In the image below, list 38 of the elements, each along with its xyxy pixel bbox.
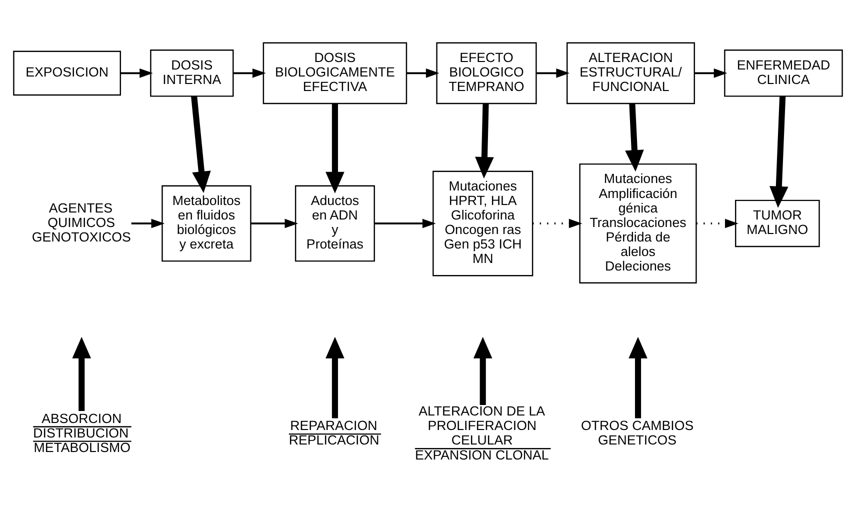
node-box: DOSIS INTERNA <box>150 50 234 97</box>
node-label: REPARACION <box>290 418 378 434</box>
node-box: Mutaciones Amplificación génica Translocaciones Pérdida de alelos Deleciones <box>579 163 697 284</box>
arrow <box>326 104 344 194</box>
node-label: ABSORCION <box>42 410 122 426</box>
arrow <box>191 96 211 193</box>
node-text: AGENTES QUIMICOS GENOTOXICOS <box>32 200 131 244</box>
arrow <box>72 336 92 412</box>
node-box: EXPOSICION <box>13 50 121 96</box>
arrow <box>233 68 266 78</box>
arrow <box>131 218 165 228</box>
arrow <box>475 104 494 178</box>
node-label: REPLICACION <box>288 432 380 448</box>
arrow <box>532 218 582 228</box>
node-box: DOSIS BIOLOGICAMENTE EFECTIVA <box>262 42 408 104</box>
node-box: Metabolitos en fluidos biológicos y excreta <box>162 185 252 262</box>
arrow <box>770 96 788 208</box>
node-text: OTROS CAMBIOS GENETICOS <box>581 418 694 448</box>
node-box: Mutaciones HPRT, HLA Glicoforina Oncogen ras Gen p53 ICH MN <box>432 170 534 276</box>
arrow <box>120 68 153 78</box>
arrow <box>374 218 436 228</box>
arrow <box>625 103 644 172</box>
arrow <box>326 336 344 418</box>
arrow <box>251 218 298 228</box>
arrow <box>628 336 648 418</box>
node-label: EXPANSION CLONAL <box>414 447 549 462</box>
node-label: METABOLISMO <box>34 440 130 455</box>
arrow <box>694 68 728 78</box>
arrow <box>406 68 440 78</box>
arrow <box>696 218 738 228</box>
node-box: TUMOR MALIGNO <box>735 200 820 248</box>
arrow <box>536 68 570 78</box>
node-box: ENFERMEDAD CLINICA <box>724 50 843 97</box>
node-box: Aductos en ADN y Proteínas <box>294 185 375 262</box>
node-box: ALTERACION ESTRUCTURAL/ FUNCIONAL <box>566 42 695 104</box>
arrow <box>473 336 492 405</box>
node-box: EFECTO BIOLOGICO TEMPRANO <box>436 42 537 104</box>
node-label: ALTERACION DE LA PROLIFERACION CELULAR <box>418 404 546 448</box>
